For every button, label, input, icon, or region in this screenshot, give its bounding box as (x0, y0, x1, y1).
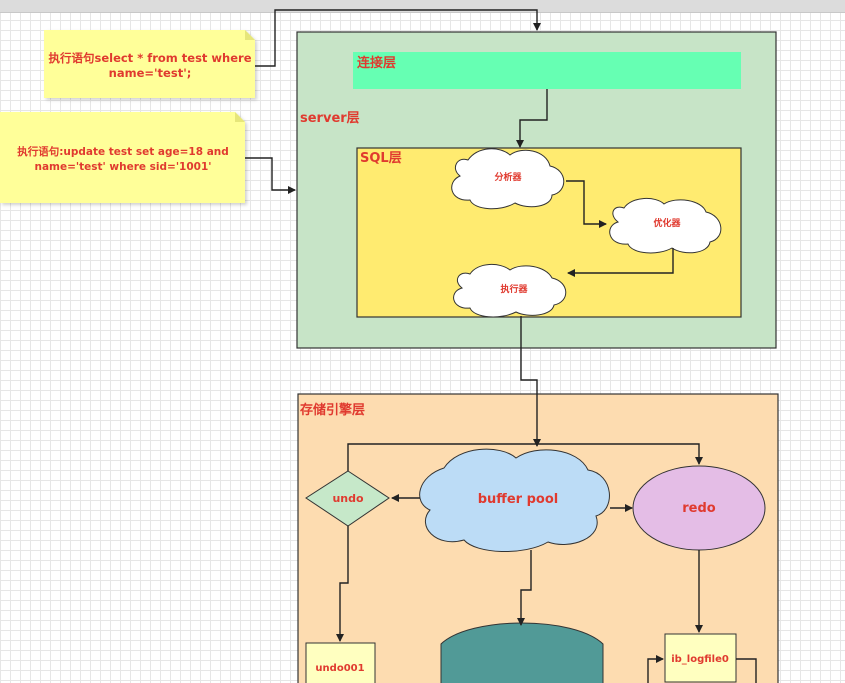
optimizer-cloud[interactable]: 优化器 (609, 198, 722, 254)
server-layer-label: server层 (300, 111, 360, 126)
note-update-line1: 执行语句:update test set age=18 and (17, 145, 229, 158)
connection-layer-label: 连接层 (357, 55, 396, 71)
redo-label: redo (682, 501, 716, 516)
canvas-toolbar-strip (0, 0, 845, 13)
connector-executor-to-storage[interactable] (520, 316, 541, 447)
note-select-statement[interactable]: 执行语句select * from test where name='test'… (44, 30, 255, 98)
connector-connection-to-sql[interactable] (516, 89, 548, 148)
undo-file-label: undo001 (315, 663, 364, 674)
connector-loop-into-redofile[interactable] (647, 655, 664, 683)
optimizer-label: 优化器 (653, 217, 681, 229)
buffer-pool-cloud[interactable]: buffer pool (419, 448, 610, 552)
note-update-line2: name='test' where sid='1001' (35, 161, 212, 173)
connector-update-to-server[interactable] (245, 157, 296, 194)
redo-file-box[interactable]: ib_logfile0 (664, 633, 737, 683)
redo-ellipse[interactable]: redo (632, 465, 766, 551)
connector-undo-to-undofile[interactable] (336, 526, 349, 642)
note-update-statement[interactable]: 执行语句:update test set age=18 and name='te… (0, 112, 245, 203)
undo-file-box[interactable]: undo001 (305, 642, 376, 683)
disk-cylinder[interactable] (440, 622, 604, 683)
note-select-line1: 执行语句select * from test where (48, 51, 251, 65)
analyzer-cloud[interactable]: 分析器 (451, 148, 565, 210)
undo-diamond[interactable]: undo (305, 470, 390, 527)
executor-label: 执行器 (500, 283, 528, 295)
executor-cloud[interactable]: 执行器 (453, 264, 567, 318)
connector-select-to-server[interactable] (255, 9, 541, 67)
buffer-pool-label: buffer pool (478, 492, 558, 507)
connector-top-to-redo[interactable] (347, 443, 703, 471)
connector-loop-out-of-redofile[interactable] (736, 658, 757, 683)
redo-file-label: ib_logfile0 (671, 654, 729, 665)
connection-layer[interactable]: 连接层 (353, 52, 741, 89)
storage-engine-label: 存储引擎层 (300, 402, 365, 418)
note-select-line2: name='test'; (109, 66, 192, 80)
undo-label: undo (332, 492, 364, 505)
sql-layer-label: SQL层 (360, 151, 402, 166)
connector-bufferpool-to-disk[interactable] (517, 550, 532, 626)
connector-analyzer-to-optimizer[interactable] (566, 180, 607, 228)
analyzer-label: 分析器 (494, 171, 522, 183)
connector-optimizer-to-executor[interactable] (567, 248, 674, 277)
